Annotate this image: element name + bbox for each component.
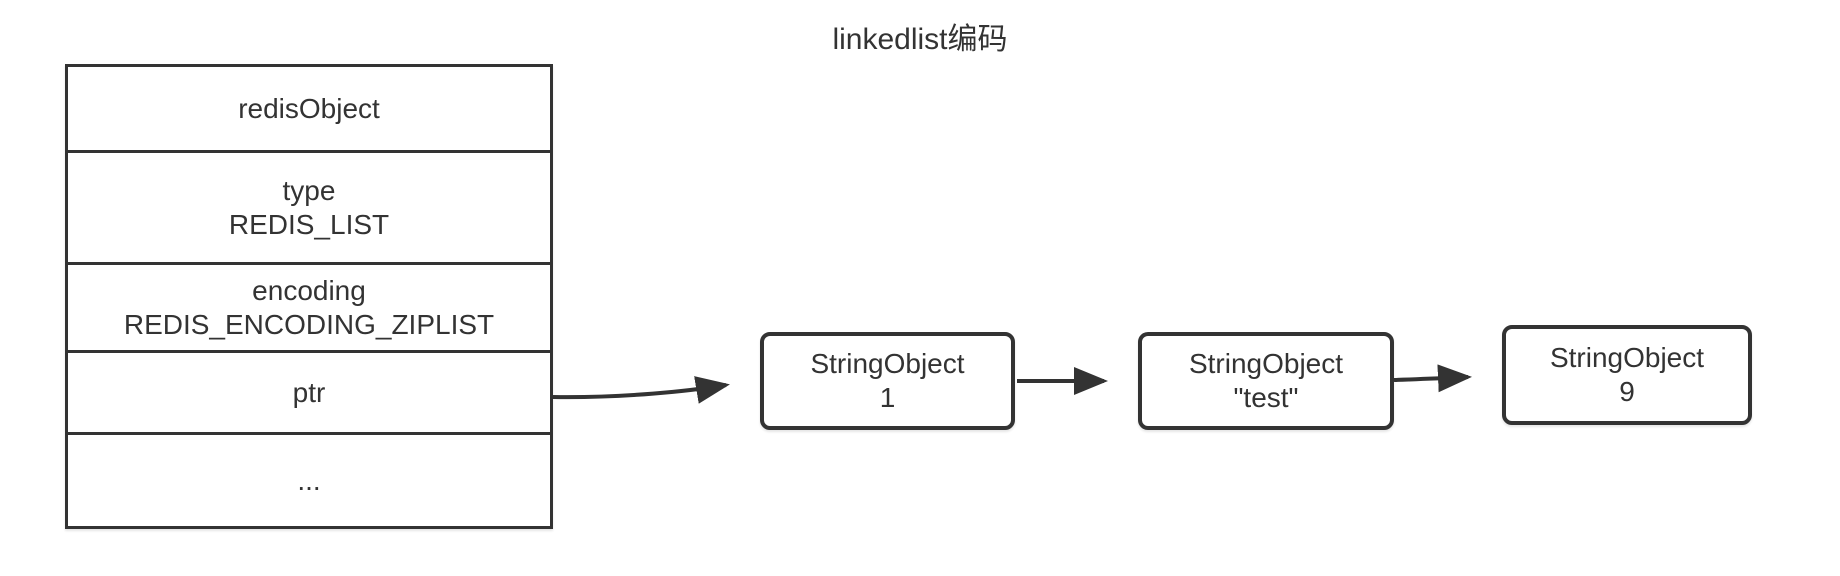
table-row-type: type REDIS_LIST <box>68 153 550 265</box>
node-type-label: StringObject <box>810 348 965 379</box>
row-label: encoding <box>252 274 366 306</box>
node-value: 1 <box>879 382 896 413</box>
arrow-node2-to-node3-icon <box>1393 364 1472 393</box>
row-value: REDIS_ENCODING_ZIPLIST <box>123 308 495 340</box>
node-type-label: StringObject <box>1188 348 1344 379</box>
table-row-ellipsis: ... <box>68 435 550 526</box>
node-value: 9 <box>1619 376 1635 407</box>
arrow-ptr-to-node1-icon <box>552 376 730 404</box>
row-value: REDIS_LIST <box>228 208 390 240</box>
list-node-1: StringObject 1 <box>760 332 1015 430</box>
row-label: ptr <box>292 376 326 408</box>
row-label: redisObject <box>238 92 380 124</box>
list-node-2: StringObject "test" <box>1138 332 1394 430</box>
node-value: "test" <box>1233 382 1299 413</box>
table-row-redis-object: redisObject <box>68 67 550 153</box>
row-label: ... <box>297 464 321 496</box>
list-node-3: StringObject 9 <box>1502 325 1752 425</box>
node-type-label: StringObject <box>1549 342 1705 373</box>
table-row-ptr: ptr <box>68 353 550 435</box>
row-label: type <box>282 174 336 206</box>
table-row-encoding: encoding REDIS_ENCODING_ZIPLIST <box>68 265 550 353</box>
redis-object-table: redisObject type REDIS_LIST encoding RED… <box>65 64 553 529</box>
diagram-title: linkedlist编码 <box>832 23 1008 56</box>
